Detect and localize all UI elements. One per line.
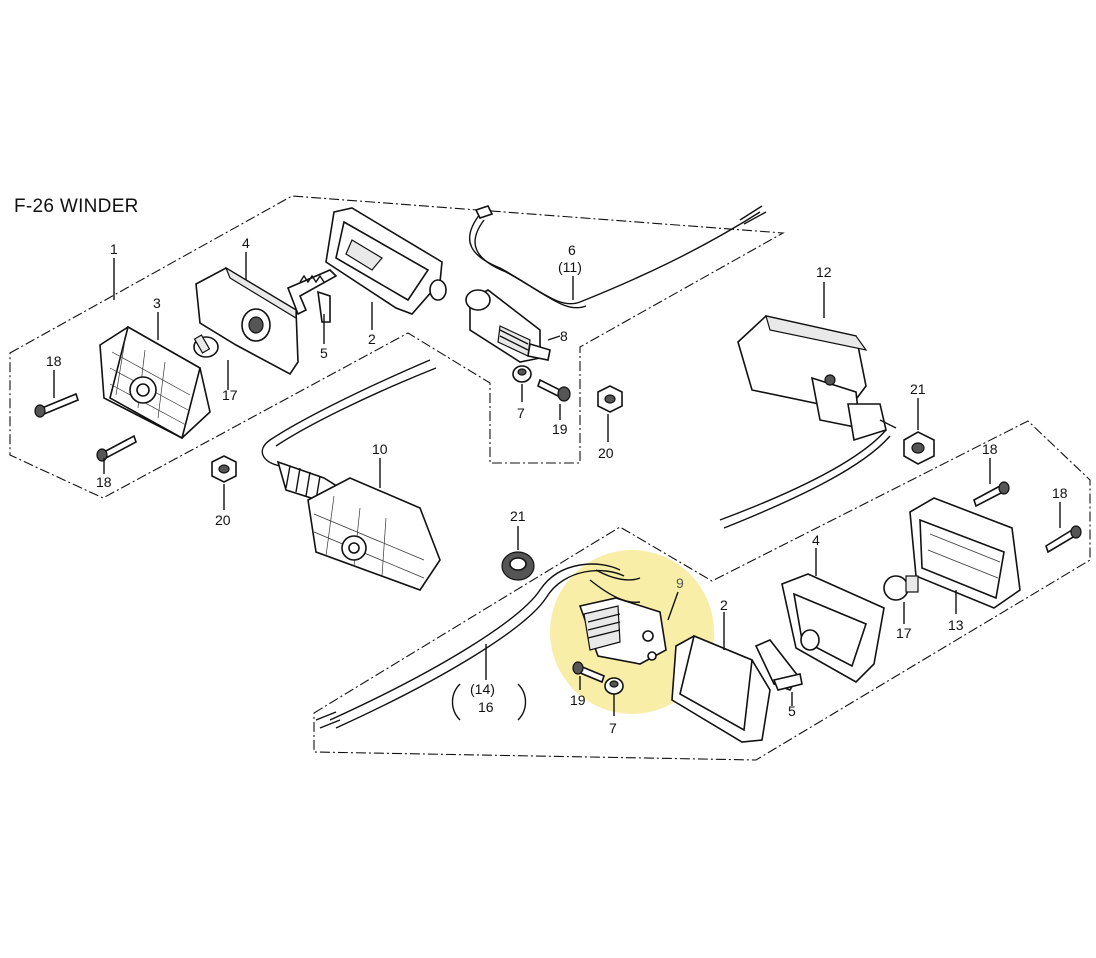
- screw-18-c[interactable]: [973, 458, 1010, 508]
- callout-12: 12: [816, 264, 832, 280]
- callout-18-d: 18: [1052, 485, 1068, 501]
- front-wire-harness-6[interactable]: [469, 205, 767, 309]
- callout-13: 13: [948, 617, 964, 633]
- callout-14: (14): [470, 681, 495, 697]
- grommet-21-rear[interactable]: [501, 526, 535, 581]
- callout-20-left: 20: [215, 512, 231, 528]
- callout-labels: 1 2 2 3 4 4 5 5 6 (11) 7 7 8 9 10 12 13 …: [46, 235, 1068, 736]
- winker-housing-2-front[interactable]: [325, 207, 447, 315]
- callout-4-right: 4: [812, 532, 820, 548]
- callout-18-b: 18: [96, 474, 112, 490]
- screw-18-d[interactable]: [1045, 502, 1082, 554]
- assembly-boundary-front-left: [9, 195, 785, 499]
- callout-1: 1: [110, 241, 118, 257]
- paren-left: [451, 683, 461, 721]
- assembly-boundary-rear-right: [313, 420, 1091, 761]
- callout-17-left: 17: [222, 387, 238, 403]
- callout-18-a: 18: [46, 353, 62, 369]
- callout-5-left: 5: [320, 345, 328, 361]
- callout-16: 16: [478, 699, 494, 715]
- callout-10: 10: [372, 441, 388, 457]
- callout-20-front: 20: [598, 445, 614, 461]
- winker-body-4-left[interactable]: [195, 266, 299, 376]
- winker-lens-3[interactable]: [99, 325, 211, 440]
- callout-8: 8: [560, 328, 568, 344]
- diagram-title: F-26 WINDER: [14, 196, 139, 217]
- callout-17-right: 17: [896, 625, 912, 641]
- callout-3: 3: [153, 295, 161, 311]
- screw-18-b[interactable]: [96, 434, 137, 462]
- callout-21-front: 21: [910, 381, 926, 397]
- winker-socket-9[interactable]: [578, 569, 679, 665]
- callout-18-c: 18: [982, 441, 998, 457]
- nut-20-front[interactable]: [597, 385, 623, 442]
- nut-20-left[interactable]: [211, 455, 237, 510]
- nut-7-rear[interactable]: [604, 677, 624, 716]
- winker-housing-2-rear[interactable]: [671, 612, 771, 743]
- winker-bulb-17-left[interactable]: [193, 334, 219, 358]
- callout-6: 6: [568, 242, 576, 258]
- callout-19-front: 19: [552, 421, 568, 437]
- callout-19-rear: 19: [570, 692, 586, 708]
- callout-9: 9: [676, 575, 684, 591]
- callout-2-rear: 2: [720, 597, 728, 613]
- callout-21-rear: 21: [510, 508, 526, 524]
- nut-21-rear[interactable]: [903, 398, 935, 465]
- mount-bracket-5-left[interactable]: [286, 269, 338, 323]
- front-left-winker-group: [34, 207, 447, 474]
- screw-18-a[interactable]: [34, 392, 79, 418]
- callout-2-front: 2: [368, 331, 376, 347]
- winker-assembly-10[interactable]: [261, 359, 441, 591]
- winker-assembly-12[interactable]: [719, 282, 897, 529]
- mount-bracket-5-right[interactable]: [754, 639, 803, 706]
- paren-right: [517, 683, 527, 721]
- winker-lens-13[interactable]: [909, 497, 1021, 614]
- winker-socket-8[interactable]: [465, 289, 561, 363]
- rear-wire-harness-14[interactable]: [315, 563, 625, 729]
- winker-bulb-17-right[interactable]: [883, 575, 919, 624]
- callout-4-left: 4: [242, 235, 250, 251]
- screw-19-front[interactable]: [537, 378, 571, 420]
- winker-body-4-right[interactable]: [781, 548, 885, 683]
- callout-7-front: 7: [517, 405, 525, 421]
- callout-11: (11): [558, 259, 582, 275]
- nut-7-front[interactable]: [512, 365, 532, 402]
- callout-7-rear: 7: [609, 720, 617, 736]
- callout-5-right: 5: [788, 703, 796, 719]
- screw-19-rear[interactable]: [572, 661, 605, 690]
